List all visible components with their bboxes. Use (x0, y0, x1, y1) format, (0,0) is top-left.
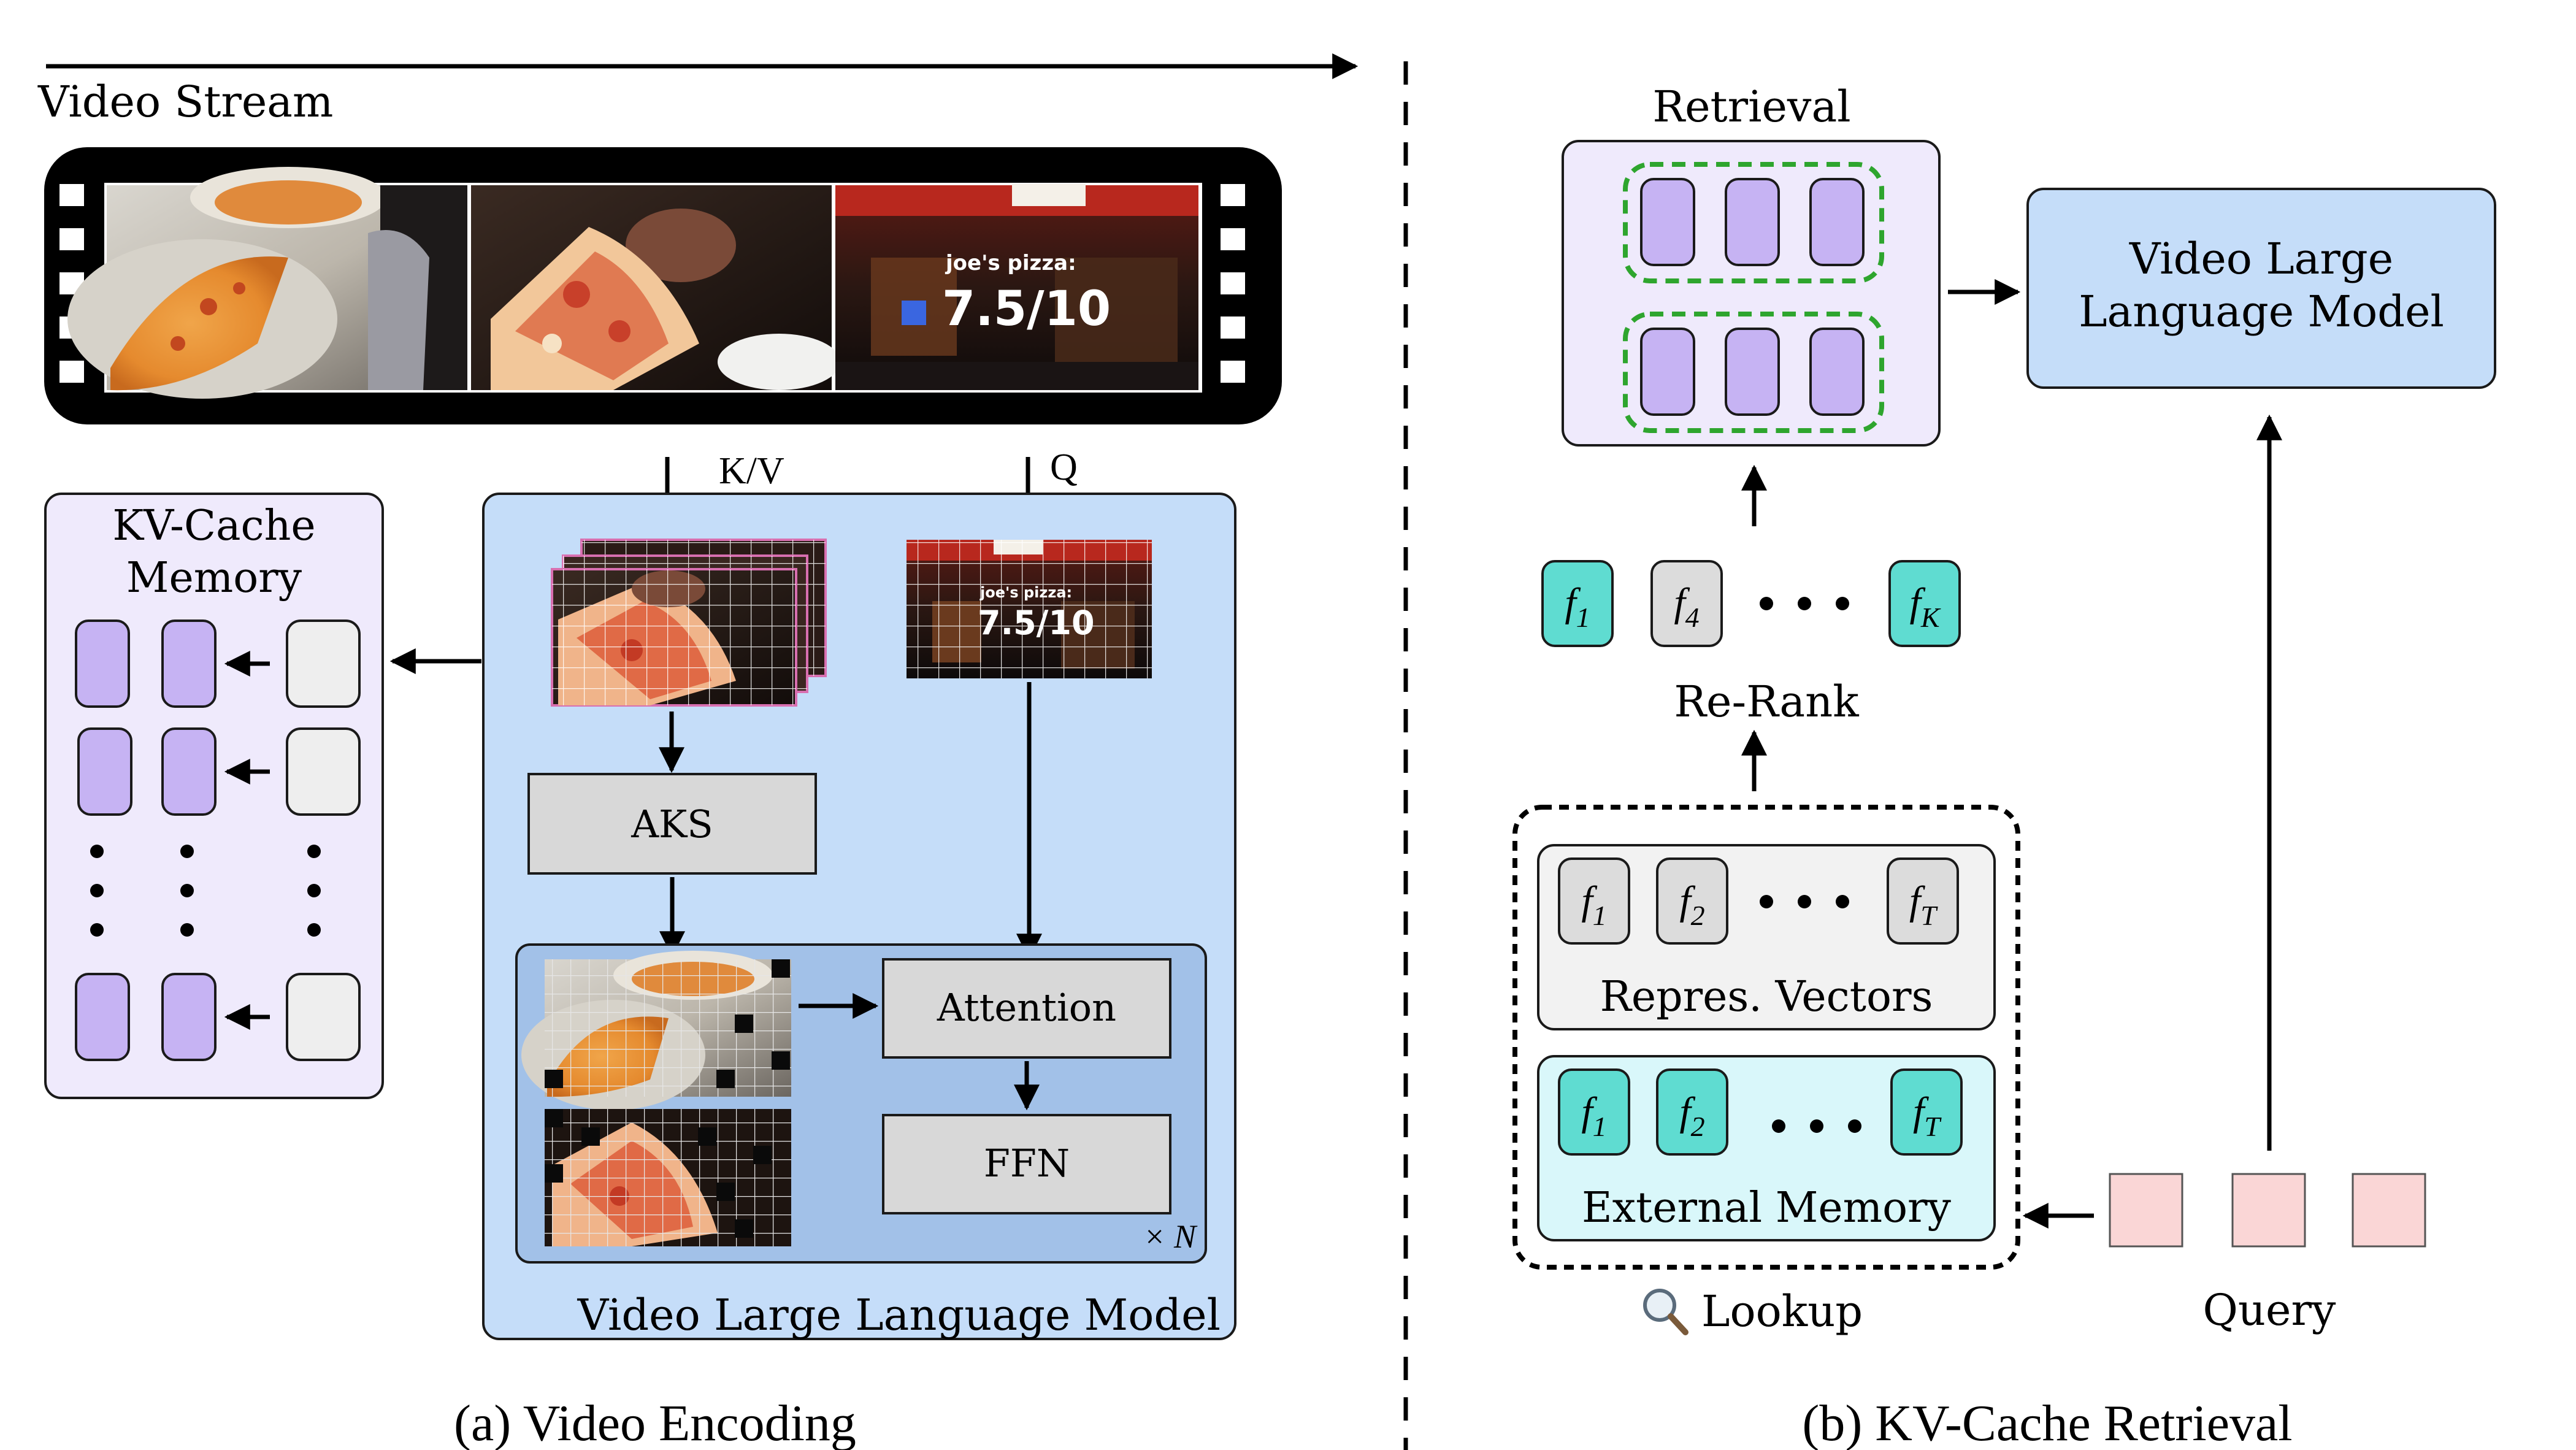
repr-label: Repres. Vectors (1600, 973, 1933, 1021)
query-tokens (2109, 1173, 2426, 1248)
attention-label: Attention (937, 985, 1116, 1030)
repr-token-2-sub: 2 (1691, 900, 1705, 931)
vllm-box-line2: Language Model (2079, 286, 2444, 337)
svg-text:fT: fT (1913, 1089, 1942, 1142)
lookup-label: Lookup (1701, 1286, 1863, 1337)
vllm-box: Video Large Language Model (2026, 188, 2496, 389)
caption-a: (a) Video Encoding (454, 1395, 856, 1450)
frame3-overlay-line2: 7.5/10 (942, 282, 1111, 337)
video-frame-2 (471, 185, 840, 390)
frame3-overlay-line1: joe's pizza: (945, 251, 1076, 275)
repr-ellipsis (1760, 895, 1849, 908)
ffn-label: FFN (984, 1141, 1070, 1186)
q-label: Q (1050, 447, 1078, 488)
magnifier-icon (1643, 1289, 1689, 1335)
rerank-token-2-sub: 4 (1685, 602, 1700, 633)
rerank-token-2: f4 (1650, 560, 1723, 647)
ext-ellipsis (1772, 1119, 1861, 1133)
kv-memory-title-line1: KV-Cache (112, 502, 315, 550)
ext-label: External Memory (1582, 1184, 1952, 1232)
kv-row-last (75, 973, 361, 1061)
repr-vectors-panel: f1 f2 fT Repres. Vectors (1537, 844, 1996, 1030)
times-n-label: × N (1143, 1218, 1198, 1255)
ext-token-2-sub: 2 (1691, 1111, 1705, 1142)
rerank-ellipsis (1760, 597, 1849, 610)
repr-token-t-sub: T (1920, 900, 1938, 931)
aks-block: AKS (527, 773, 817, 875)
ext-token-1-sub: 1 (1593, 1111, 1607, 1142)
video-frame-1 (67, 167, 467, 399)
kv-row-2 (77, 727, 361, 816)
ext-token-t-sub: T (1924, 1111, 1942, 1142)
kv-row-1 (75, 620, 361, 708)
kv-ellipsis (90, 845, 321, 937)
svg-text:fT: fT (1909, 878, 1938, 931)
sparse-frame-2 (545, 1109, 791, 1246)
vllm-box-line1: Video Large (2129, 234, 2393, 284)
q-frame: joe's pizza: 7.5/10 (907, 540, 1152, 678)
video-frame-3: joe's pizza: 7.5/10 (835, 184, 1198, 390)
caption-b: (b) KV-Cache Retrieval (1802, 1395, 2292, 1450)
external-memory-panel: f1 f2 fT External Memory (1537, 1055, 1996, 1241)
rerank-token-1: f1 (1541, 560, 1614, 647)
kv-frame-stack (551, 539, 827, 707)
svg-text:fK: fK (1909, 580, 1941, 633)
rerank-token-k: fK (1888, 560, 1961, 647)
kv-label: K/V (719, 450, 784, 492)
retrieval-title: Retrieval (1652, 82, 1850, 132)
lookup-container (1512, 805, 2020, 1270)
rerank-label: Re-Rank (1674, 677, 1859, 727)
sparse-frame-1 (521, 951, 791, 1110)
rerank-token-1-sub: 1 (1576, 602, 1590, 633)
kv-memory-title-line2: Memory (126, 554, 302, 602)
query-label: Query (2203, 1285, 2336, 1335)
video-stream-label: Video Stream (37, 77, 333, 127)
attention-block: Attention (882, 958, 1171, 1059)
vllm-panel-label: Video Large Language Model (577, 1290, 1221, 1340)
repr-token-1-sub: 1 (1593, 900, 1607, 931)
aks-label: AKS (631, 802, 713, 846)
ffn-block: FFN (882, 1114, 1171, 1214)
rerank-token-k-sub: K (1920, 602, 1941, 633)
retrieval-panel (1562, 140, 1941, 447)
